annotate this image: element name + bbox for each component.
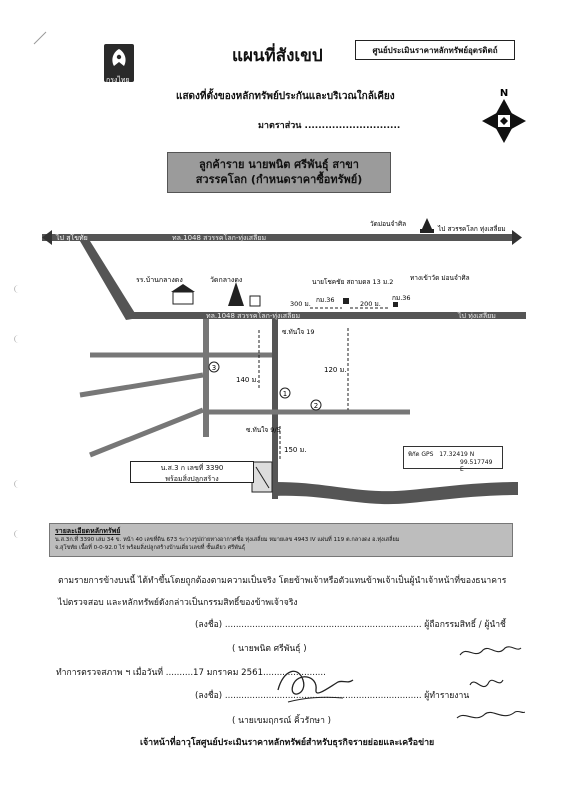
punch-hole [14,285,23,293]
highway-top [42,234,512,241]
page-title: แผนที่สังเขป [232,46,323,66]
plot-deed-label: น.ส.3 ก เลขที่ 3390 [160,464,224,472]
property-details: รายละเอียดหลักทรัพย์ น.ส.3ก.ที่ 3390 เล่… [49,523,513,557]
house-marker [343,298,349,304]
punch-hole [14,480,23,488]
highway-mid [126,312,526,319]
svg-text:2: 2 [314,402,318,410]
reporter-signature-line: (ลงชื่อ) ...............................… [195,691,470,701]
road-vertical-main [272,319,278,499]
road-top-mid-label: ทล.1048 สวรรคโลก-ทุ่งเสลี่ยม [172,233,266,242]
school-label: รร.บ้านกลางดง [136,276,183,284]
customer-banner: ลูกค้าราย นายพนิต ศรีพันธุ์ สาขา สวรรคโล… [167,152,391,193]
banner-line-2: สวรรคโลก (กำหนดราคาซื้อทรัพย์) [195,172,363,186]
ktb-logo [104,44,134,82]
north-compass-icon: N [482,88,526,143]
pen-mark [33,31,47,45]
dist-300-label: 300 ม. [290,300,311,308]
marker-3: 3 [208,361,220,373]
bird-logo-icon [112,49,126,66]
arrow-right-icon [512,230,522,245]
banner-line-1: ลูกค้าราย นายพนิต ศรีพันธุ์ สาขา [199,158,359,172]
inspection-date: ทำการตรวจสภาพ ฯ เมื่อวันที่ ..........17… [56,668,326,678]
house-owner-label: นายโชคชัย สถามดล 13 ม.2 [312,278,393,286]
wat-mon-chamsin-label: วัดม่อนจำศิล [370,220,406,228]
gps-label: พิกัด GPS [408,451,434,458]
soi-tanjai-9-5-label: ซ.ทันใจ 9/5 [246,426,281,434]
handwritten-initials [456,646,525,719]
center-name: ศูนย์ประเมินราคาหลักทรัพย์อุตรดิตถ์ [372,45,498,55]
side-road-3 [89,407,204,458]
footer-title: เจ้าหน้าที่อาวุโสศูนย์ประเมินราคาหลักทรั… [140,738,435,748]
marker-2: 2 [310,399,322,411]
owner-signature-line: (ลงชื่อ) ...............................… [195,620,506,630]
punch-hole [14,530,23,538]
km36-label-b: กม.36 [392,294,411,302]
gps-lon: 99.517749 E [460,459,493,473]
svg-text:3: 3 [212,364,216,372]
arrow-left-icon [42,230,52,245]
north-label: N [500,88,508,99]
details-line-2: จ.สุโขทัย เนื้อที่ 0-0-92.0 ไร่ พร้อมสิ่… [55,544,246,551]
school-icon [171,284,195,305]
gps-box: พิกัด GPS 17.32419 N 99.517749 E [403,446,503,473]
side-road-2 [79,372,204,398]
dist-140-label: 140 ม. [236,376,258,384]
statement-line-2: ไปตรวจสอบ และหลักทรัพย์ดังกล่าวเป็นกรรมส… [58,598,298,608]
reporter-name: ( นายเขมฤกรณ์ คิ้วรักษา ) [232,716,331,726]
details-title: รายละเอียดหลักทรัพย์ [55,527,121,535]
marker-1: 1 [279,387,291,399]
dist-120-label: 120 ม. [324,366,346,374]
km36-label-a: กม.36 [316,296,335,304]
plot-label-box: น.ส.3 ก เลขที่ 3390 พร้อมสิ่งปลูกสร้าง [130,461,254,483]
owner-name: ( นายพนิต ศรีพันธุ์ ) [232,644,307,654]
soi-tanjai-19-label: ซ.ทันใจ 19 [282,328,315,336]
scale-label: มาตราส่วน ............................ [258,121,401,131]
temple-icon [228,282,261,307]
punch-hole [14,335,23,343]
wat-entrance-label: ทางเข้าวัด ม่อนจำศิล [410,274,470,282]
location-map: 1 2 3 ไป สุโขทัย ทล.1048 สวรรคโลก-ทุ่งเส… [42,218,526,505]
plot-building-label: พร้อมสิ่งปลูกสร้าง [165,475,219,483]
road-diagonal [80,241,138,320]
statement-line-1: ตามรายการข้างบนนี้ ได้ทำขึ้นโดยถูกต้องตา… [58,576,507,586]
river [275,482,518,505]
road-vertical-left [203,319,209,437]
road-top-left-label: ไป สุโขทัย [55,233,88,242]
road-top-right-label: ไป สวรรคโลก ทุ่งเสลี่ยม [437,224,506,233]
page-subtitle: แสดงที่ตั้งของหลักทรัพย์ประกันและบริเวณใ… [176,91,395,102]
km-marker [393,302,398,307]
reporter-signature [277,670,354,703]
wat-klang-dong-label: วัดกลางดง [210,276,242,284]
road-mid-label: ทล.1048 สวรรคโลก-ทุ่งเสลี่ยม [206,311,300,320]
road-mid-right-label: ไป ทุ่งเสลี่ยม [457,311,496,320]
bank-label: กรุงไทย [106,76,130,84]
dist-150-label: 150 ม. [284,446,306,454]
dist-200-label: 200 ม. [360,300,381,308]
temple-icon [420,218,434,233]
gps-lat: 17.32419 N [439,451,475,458]
details-line-1: น.ส.3ก.ที่ 3390 เล่ม 34 ข. หน้า 40 เลขที… [55,537,400,543]
center-name-box: ศูนย์ประเมินราคาหลักทรัพย์อุตรดิตถ์ [355,40,515,60]
svg-text:1: 1 [283,390,287,398]
